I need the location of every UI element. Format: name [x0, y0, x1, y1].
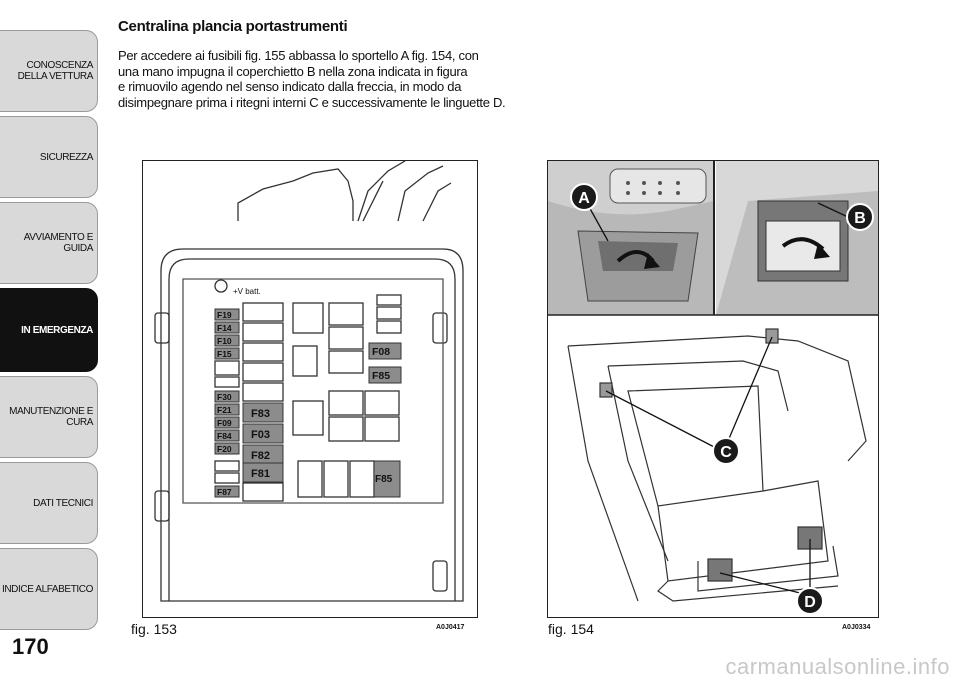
page-number: 170 [12, 634, 49, 659]
tab-avviamento[interactable]: AVVIAMENTO E GUIDA [0, 202, 98, 284]
tab-label: CONOSCENZA DELLA VETTURA [17, 60, 94, 82]
section-title: Centralina plancia portastrumenti [118, 18, 348, 35]
paragraph-line: e rimuovilo agendo nel senso indicato da… [118, 79, 462, 94]
tab-label: SICUREZZA [39, 151, 93, 163]
tab-label: INDICE ALFABETICO [1, 583, 93, 595]
paragraph-line: una mano impugna il coperchietto B nella… [118, 63, 468, 79]
fuse-label: F84 [217, 431, 232, 441]
figure-code: A0J0417 [436, 624, 465, 631]
fuse-label: F82 [251, 450, 270, 462]
batt-label: +V batt. [233, 287, 261, 296]
fuse-label: F08 [372, 346, 390, 358]
callout-label: D [804, 594, 816, 611]
tab-label: AVVIAMENTO E GUIDA [23, 232, 94, 254]
fuse-label: F87 [217, 487, 232, 497]
fuse-label: F81 [251, 468, 270, 480]
body-paragraph: Per accedere ai fusibili fig. 155 abbass… [118, 48, 538, 110]
figure-caption: fig. 154 [548, 621, 594, 637]
figure-153: +V batt. F19 F14 F10 F15 F30 F21 F09 F84… [131, 160, 478, 637]
fuse-label: F85 [372, 370, 390, 382]
tab-emergenza[interactable]: IN EMERGENZA [0, 288, 98, 372]
figure-caption: fig. 153 [131, 621, 177, 637]
watermark: carmanualsonline.info [725, 654, 950, 679]
fuse-label: F14 [217, 323, 232, 333]
figure-code: A0J0334 [842, 624, 871, 631]
tab-conoscenza[interactable]: CONOSCENZA DELLA VETTURA [0, 30, 98, 112]
fuse-cover-illustration: A B C D [548, 161, 878, 615]
callout-label: C [720, 444, 732, 461]
fuse-label: F30 [217, 392, 232, 402]
tab-label: DATI TECNICI [33, 497, 93, 509]
tab-sicurezza[interactable]: SICUREZZA [0, 116, 98, 198]
tab-indice[interactable]: INDICE ALFABETICO [0, 548, 98, 630]
tab-label: MANUTENZIONE E CURA [9, 406, 93, 428]
fuse-label: F10 [217, 336, 232, 346]
fuse-label: F19 [217, 310, 232, 320]
fuse-label: F20 [217, 444, 232, 454]
tab-label: IN EMERGENZA [21, 324, 93, 336]
paragraph-line: Per accedere ai fusibili fig. 155 abbass… [118, 48, 479, 63]
fuse-label: F85 [375, 474, 393, 485]
tab-manutenzione[interactable]: MANUTENZIONE E CURA [0, 376, 98, 458]
paragraph-line: disimpegnare prima i ritegni interni C e… [118, 94, 506, 110]
fuse-label: F03 [251, 429, 270, 441]
callout-label: A [578, 190, 590, 207]
figure-154: A B C D fig. 154 [547, 160, 879, 637]
fuse-label: F09 [217, 418, 232, 428]
fuse-box-diagram: +V batt. F19 F14 F10 F15 F30 F21 F09 F84… [154, 160, 464, 602]
fuse-label: F83 [251, 408, 270, 420]
callout-label: B [854, 210, 866, 227]
fuse-label: F15 [217, 349, 232, 359]
fuse-label: F21 [217, 405, 232, 415]
tab-dati-tecnici[interactable]: DATI TECNICI [0, 462, 98, 544]
